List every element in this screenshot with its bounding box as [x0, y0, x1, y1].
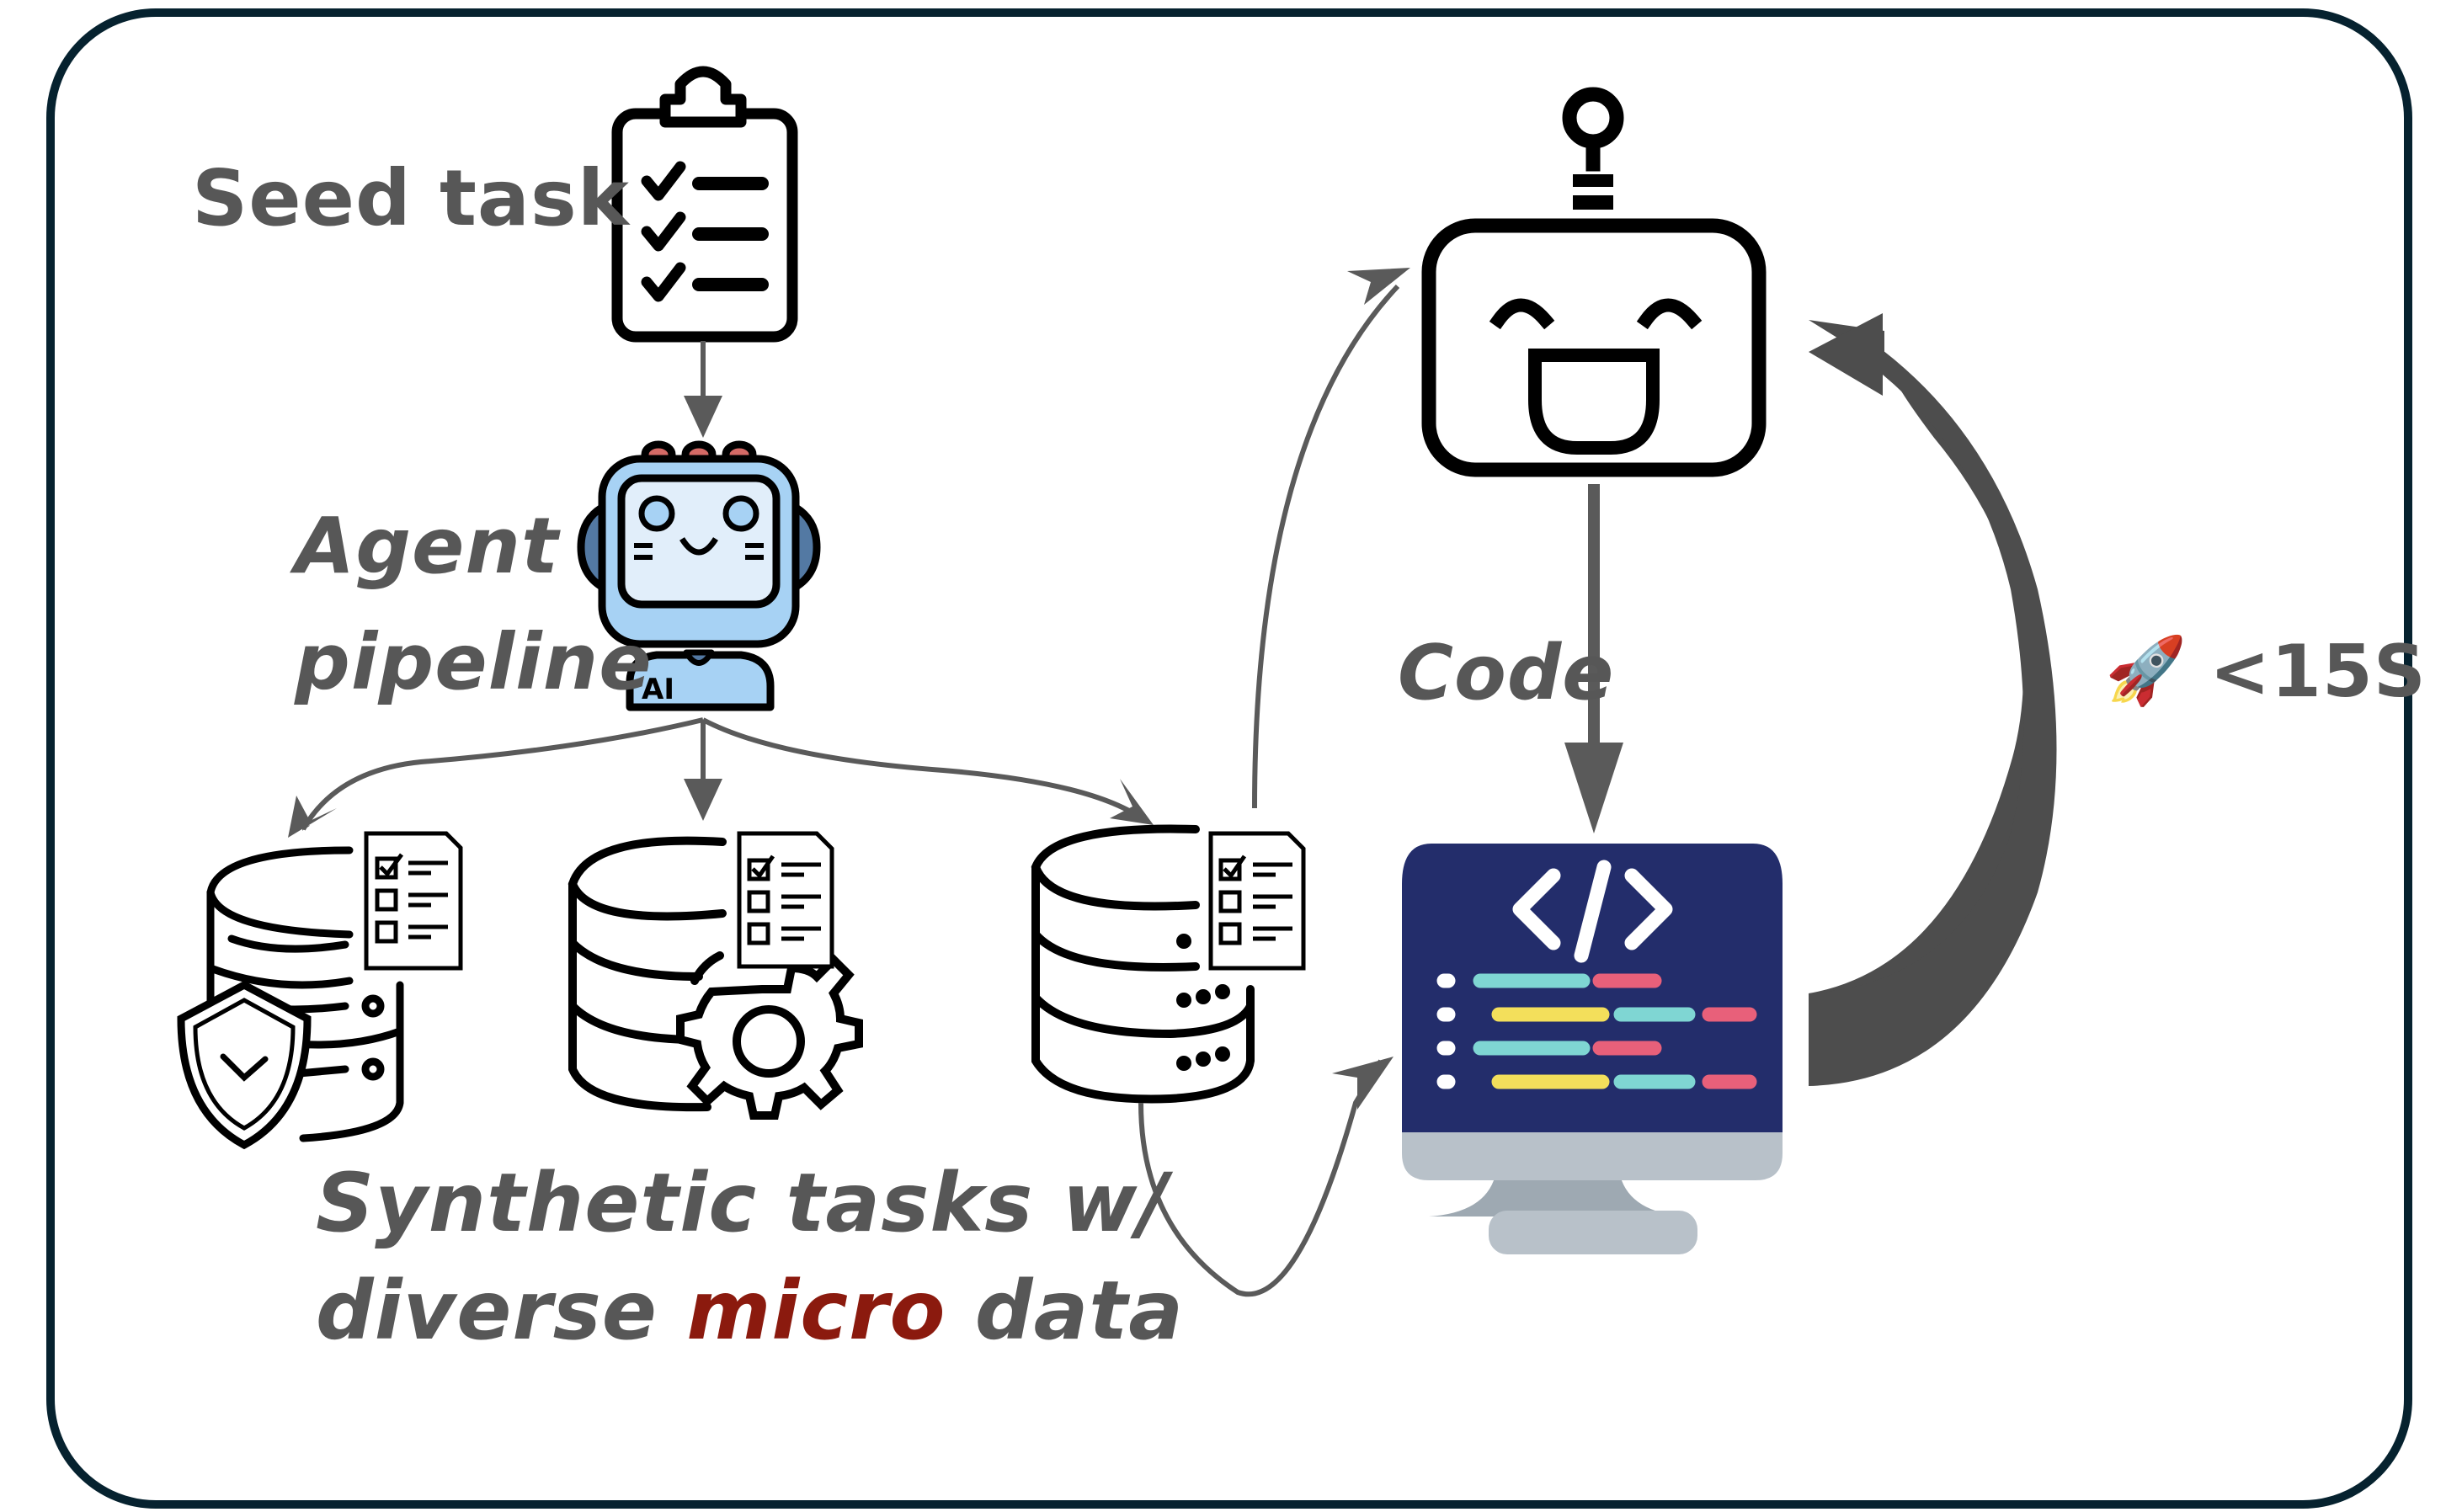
ai-agent-robot-icon [577, 440, 821, 711]
database-shield-icon [177, 846, 404, 1150]
synthetic-label-post: data [946, 1264, 1185, 1358]
arrow-robot-to-monitor [1564, 484, 1623, 833]
task-checklist-doc-icon [737, 831, 834, 969]
agent-label-line2: pipeline [295, 617, 653, 707]
task-checklist-doc-icon [364, 831, 463, 971]
arrow-db3-to-monitor [1138, 1059, 1383, 1297]
robot-badge: AI [642, 673, 674, 706]
clipboard-checklist-icon [611, 66, 798, 343]
database-server-icon [1031, 824, 1255, 1104]
speed-label: 🚀<15S [2105, 636, 2427, 708]
arrow-agent-to-db3 [701, 717, 1147, 823]
seed-task-label: Seed task [192, 153, 630, 243]
rocket-icon: 🚀 [2105, 633, 2188, 709]
happy-robot-icon [1421, 87, 1767, 477]
speed-value: <15S [2209, 630, 2427, 714]
arrowhead-db3-to-robot [1347, 268, 1410, 305]
arrow-db3-to-robot [1252, 284, 1400, 809]
micro-accent-text: micro [686, 1264, 946, 1358]
synthetic-label-pre: diverse [316, 1264, 687, 1358]
arrow-agent-to-db1 [301, 717, 704, 831]
synthetic-tasks-label: Synthetic tasks w/ diverse micro data [316, 1149, 1184, 1365]
arrowhead-db3-to-monitor [1332, 1057, 1394, 1110]
code-label: Code [1398, 629, 1615, 717]
task-checklist-doc-icon [1208, 831, 1306, 971]
code-monitor-icon [1402, 844, 1783, 1254]
agent-pipeline-label: Agent pipeline [295, 488, 653, 721]
synthetic-label-line1: Synthetic tasks w/ [316, 1156, 1169, 1250]
agent-label-line1: Agent [295, 501, 559, 591]
feedback-arrow-monitor-to-robot [1809, 313, 2057, 1086]
branch-arrowheads [288, 779, 1154, 838]
database-gear-icon [568, 836, 863, 1120]
arrow-seed-to-agent [684, 341, 722, 438]
branch-arrows [301, 717, 1147, 831]
synthetic-label-line2: diverse micro data [316, 1257, 1184, 1365]
